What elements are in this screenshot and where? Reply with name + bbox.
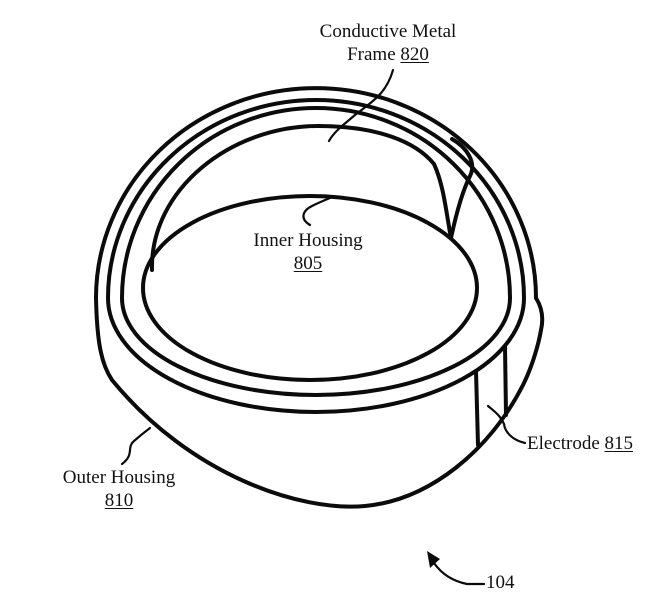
electrode-strip-left-edge xyxy=(474,369,480,447)
label-electrode-text: Electrode xyxy=(527,433,605,454)
label-electrode: Electrode 815 xyxy=(527,432,633,455)
label-conductive-metal-frame-line1: Conductive Metal xyxy=(319,21,457,42)
leader-electrode xyxy=(486,404,527,445)
label-inner-housing-line1: Inner Housing xyxy=(253,230,363,251)
conductive-frame-inner-edge xyxy=(149,124,475,272)
outer-housing-band xyxy=(94,296,545,509)
figure-ref-arrowhead xyxy=(427,551,440,568)
figure-ref-arrow-line xyxy=(432,561,486,586)
ref-104: 104 xyxy=(486,572,515,593)
leader-outer-housing xyxy=(120,426,152,466)
label-outer-housing-line1: Outer Housing xyxy=(62,467,176,488)
ref-820: 820 xyxy=(400,44,429,65)
ref-805: 805 xyxy=(293,253,323,274)
conductive-frame-middle-edge xyxy=(120,106,512,397)
inner-housing-rim xyxy=(141,194,479,382)
label-conductive-metal-frame: Conductive Metal Frame 820 xyxy=(320,20,457,66)
outer-housing-top-rim xyxy=(94,86,538,300)
ref-810: 810 xyxy=(104,490,134,511)
label-outer-housing: Outer Housing 810 xyxy=(63,466,175,512)
ref-815: 815 xyxy=(604,433,634,454)
electrode-strip-right-edge xyxy=(503,344,508,417)
label-inner-housing: Inner Housing 805 xyxy=(253,229,362,275)
leader-conductive-frame xyxy=(327,68,395,143)
leader-inner-housing xyxy=(302,195,334,227)
conductive-frame-outer-edge xyxy=(106,98,526,414)
figure-ref-number: 104 xyxy=(486,572,515,594)
label-conductive-metal-frame-line2: Frame xyxy=(347,44,401,65)
